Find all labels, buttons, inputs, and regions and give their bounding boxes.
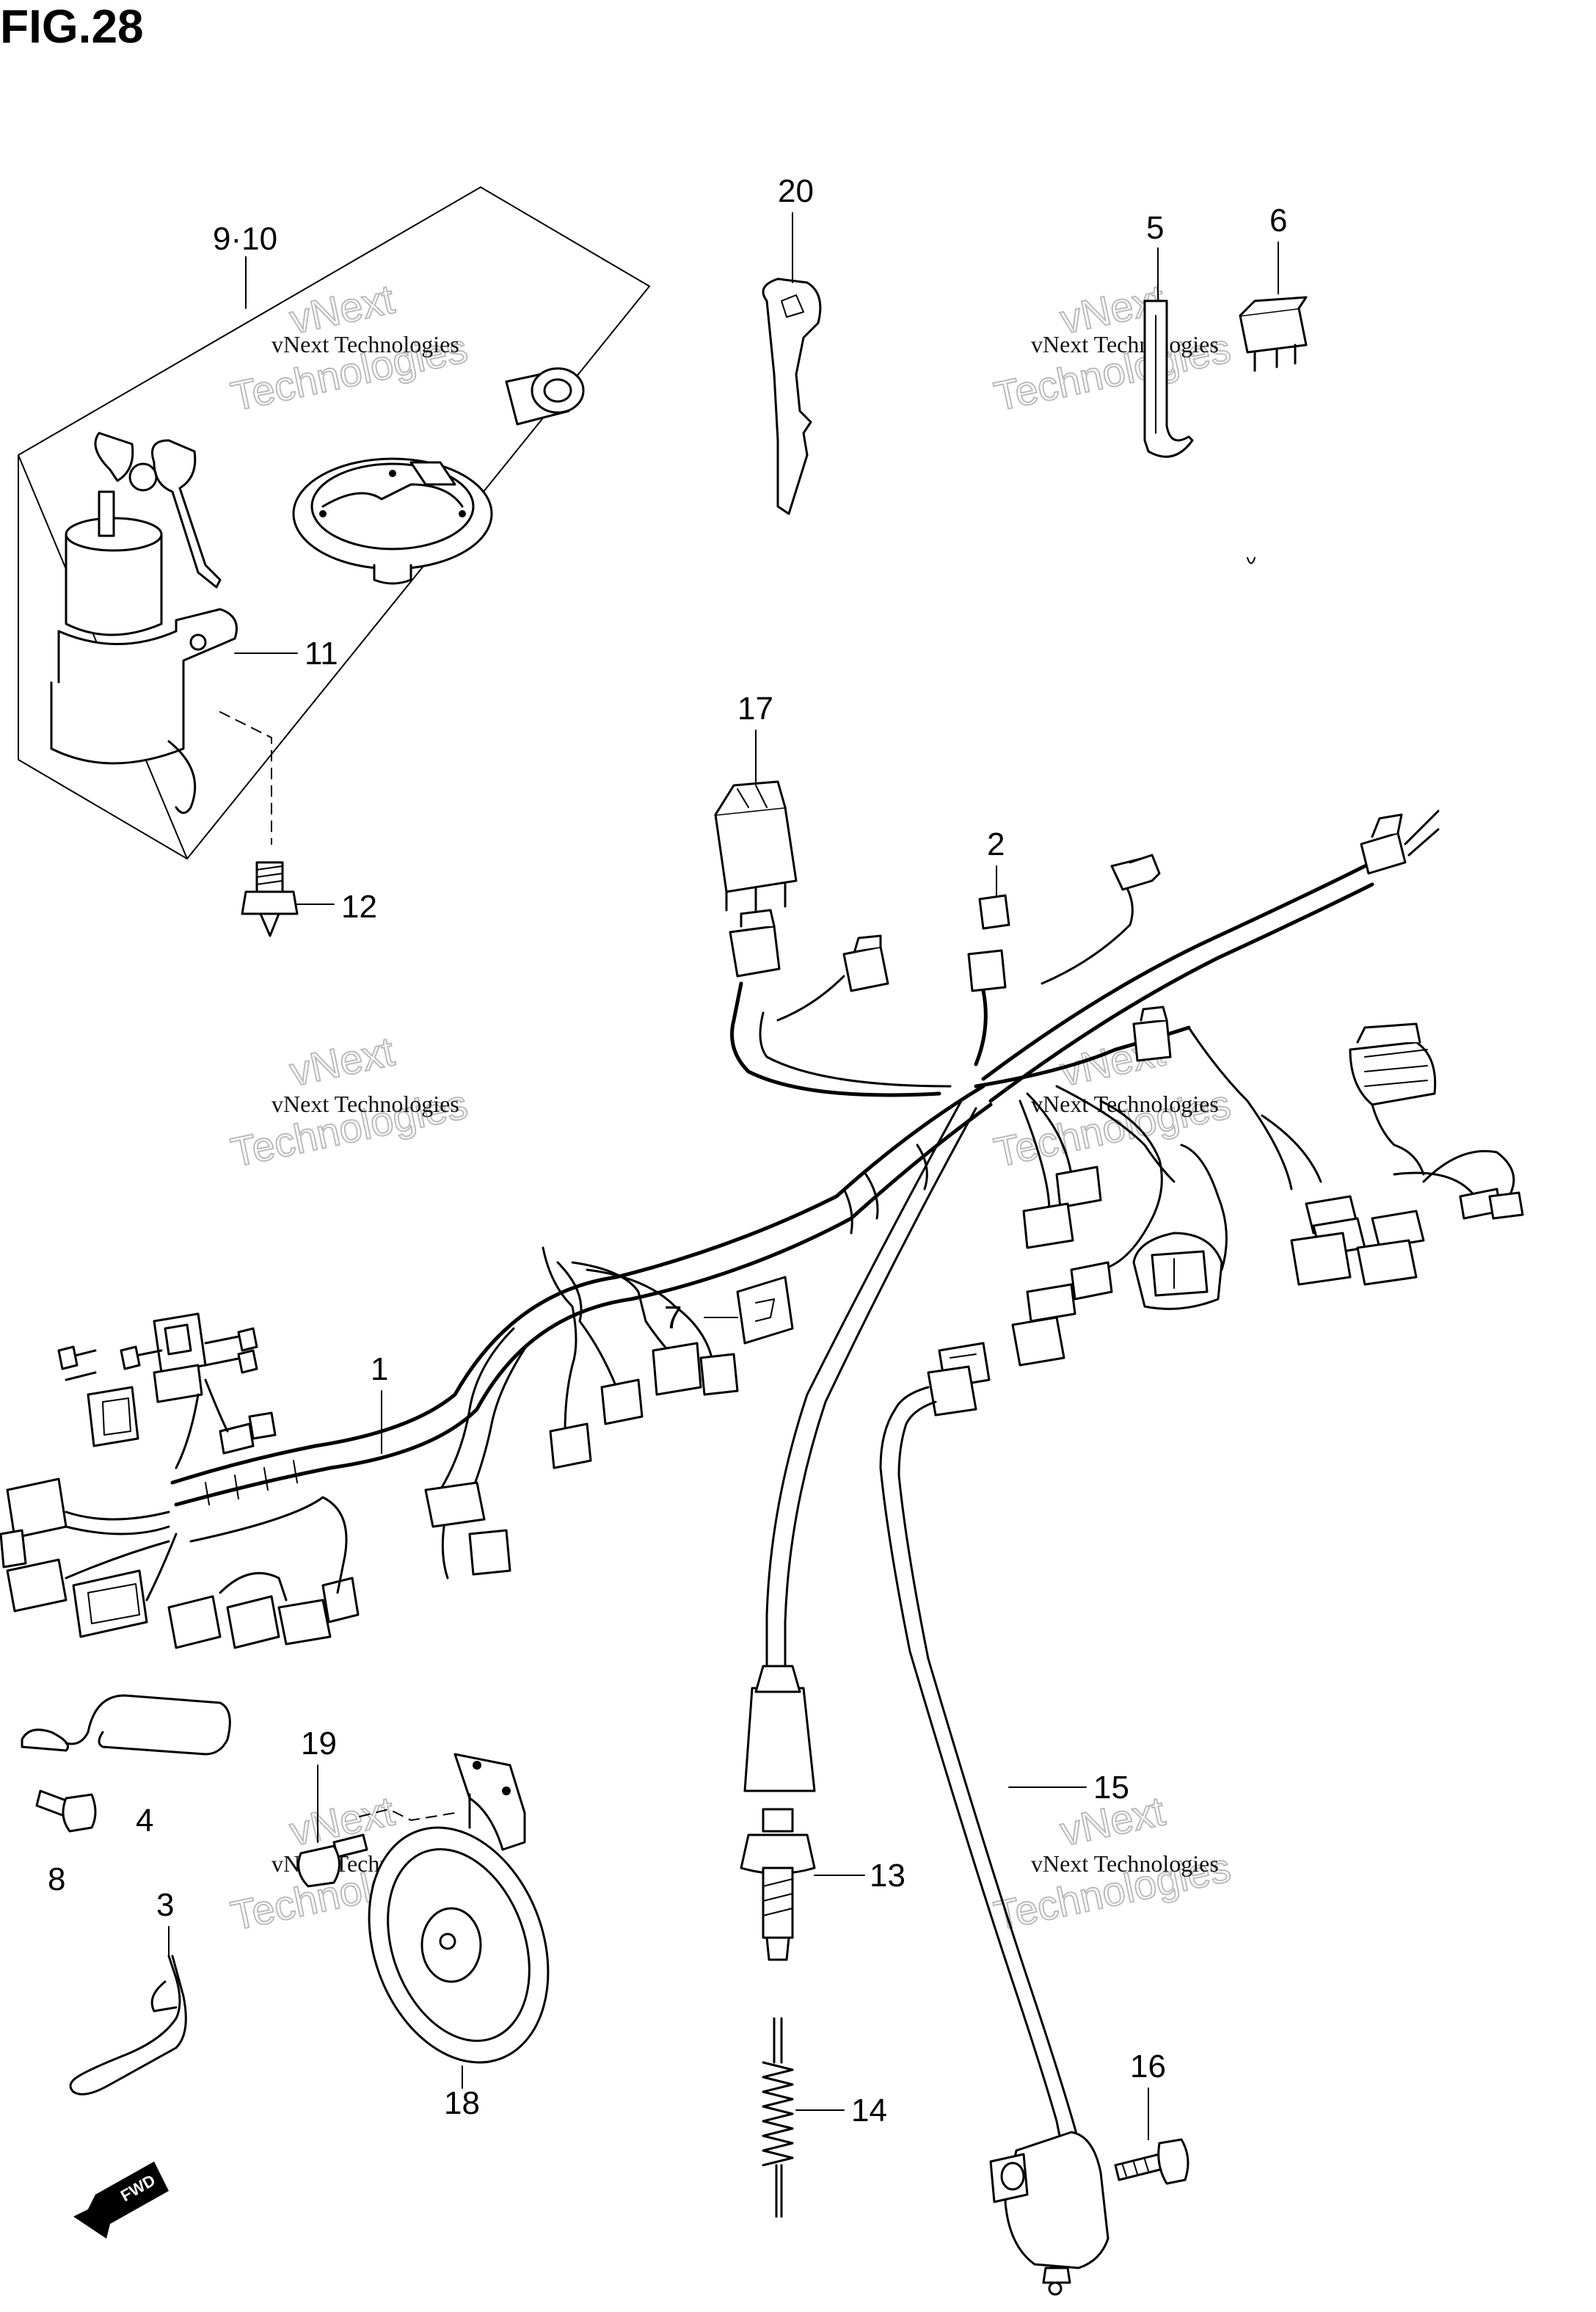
callout-17: 17 bbox=[737, 691, 773, 727]
watermark-vnext: vNext bbox=[285, 1028, 398, 1094]
bolt-19-icon bbox=[297, 1833, 368, 1888]
callout-14: 14 bbox=[851, 2093, 887, 2129]
forward-arrow-icon: FWD bbox=[73, 2162, 169, 2239]
callout-18: 18 bbox=[444, 2085, 480, 2121]
watermark-text: vNext Technologies bbox=[272, 1091, 459, 1117]
callout-15: 15 bbox=[1093, 1770, 1129, 1806]
callout-4: 4 bbox=[136, 1803, 153, 1839]
seat-lock-icon bbox=[505, 367, 585, 426]
watermark-text: vNext Technologies bbox=[272, 331, 459, 357]
ignition-switch-icon bbox=[50, 432, 238, 814]
watermark-text: vNext Technologies bbox=[1031, 331, 1219, 357]
callout-16: 16 bbox=[1130, 2049, 1166, 2084]
watermark-mid-left: vNext Technologies vNext Technologies bbox=[226, 1027, 472, 1176]
callout-9-10: 9·10 bbox=[213, 221, 277, 257]
key-icon bbox=[762, 277, 822, 515]
callout-19: 19 bbox=[301, 1726, 337, 1762]
screw-icon bbox=[241, 861, 299, 937]
watermark-bottom-right: vNext Technologies vNext Technologies bbox=[989, 1786, 1235, 1939]
callout-1: 1 bbox=[371, 1351, 388, 1387]
callout-12: 12 bbox=[341, 889, 377, 925]
horn-icon bbox=[368, 1753, 550, 2064]
callout-2: 2 bbox=[987, 826, 1005, 862]
fuel-cap-icon bbox=[292, 457, 493, 585]
watermark-text: vNext Technologies bbox=[1031, 1091, 1219, 1117]
callout-20: 20 bbox=[778, 173, 814, 209]
stop-lamp-switch-icon bbox=[879, 1316, 1109, 2296]
callout-11: 11 bbox=[305, 636, 338, 672]
bolt-16-icon bbox=[1114, 2138, 1189, 2185]
clamp-4-icon bbox=[21, 1694, 231, 1756]
callout-6: 6 bbox=[1269, 203, 1287, 239]
relay-17-icon bbox=[714, 780, 798, 912]
callout-13: 13 bbox=[870, 1858, 906, 1894]
bolt-8-icon bbox=[35, 1789, 97, 1833]
callout-5: 5 bbox=[1146, 210, 1164, 246]
figure-title: FIG.28 bbox=[0, 0, 144, 53]
clamp-icon bbox=[1143, 299, 1194, 458]
spring-icon bbox=[762, 2017, 794, 2218]
callout-7: 7 bbox=[664, 1300, 682, 1336]
callout-8: 8 bbox=[48, 1861, 65, 1897]
watermark-top-right: vNext Technologies vNext Technologies bbox=[989, 275, 1235, 420]
clip-3-icon bbox=[69, 1955, 187, 2095]
wiring-harness-icon bbox=[0, 810, 1524, 1649]
clip-icon bbox=[736, 1276, 794, 1345]
watermark-top-left: vNext Technologies vNext Technologies bbox=[226, 275, 472, 420]
neutral-switch-icon bbox=[740, 1099, 977, 1961]
callout-3: 3 bbox=[156, 1887, 174, 1923]
relay-icon bbox=[1239, 296, 1308, 372]
watermark-text: vNext Technologies bbox=[1031, 1850, 1219, 1877]
